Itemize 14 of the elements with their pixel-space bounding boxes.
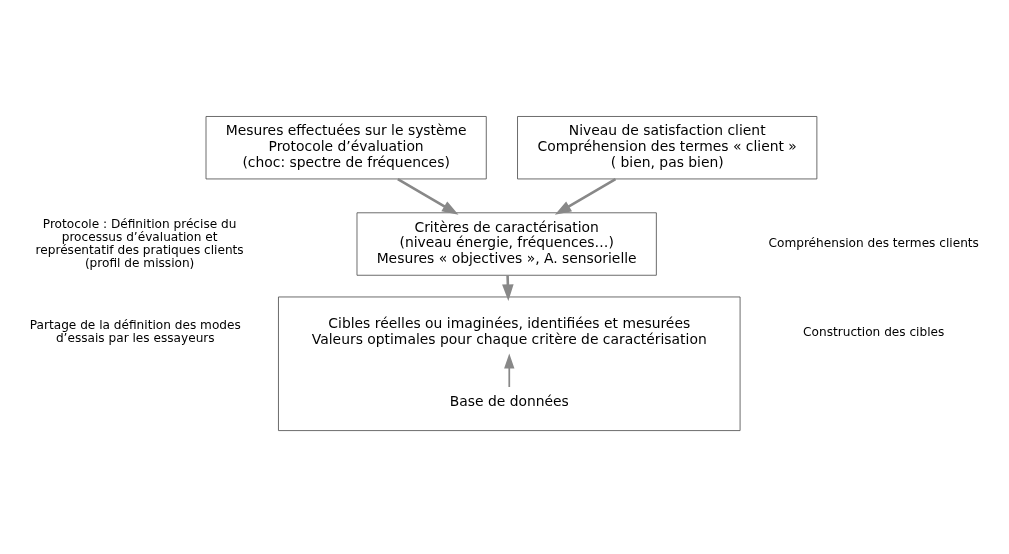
node-text: Cibles réelles ou imaginées, identifiées et mesurées Valeurs optimales pour chaque critère de caractérisation	[311, 315, 707, 347]
cluster	[278, 296, 741, 432]
arrow	[502, 275, 514, 301]
node-text: Base de données	[449, 393, 569, 410]
node-box: Niveau de satisfaction client Compréhension des termes « client » ( bien, pas bien)	[517, 116, 818, 180]
arrow	[504, 353, 515, 388]
label: Compréhension des termes clients	[768, 236, 979, 251]
label: Partage de la définition des modes d’essais par les essayeurs	[29, 318, 241, 346]
label: Construction des cibles	[803, 324, 945, 339]
arrow	[554, 177, 617, 215]
node-box: Critères de caractérisation (niveau énergie, fréquences…) Mesures « objectives », A. sensorielle	[356, 212, 657, 276]
arrow	[397, 177, 459, 215]
node-box: Mesures effectuées sur le système Protocole d’évaluation (choc: spectre de fréquences)	[205, 116, 487, 180]
label: Protocole : Définition précise du processus d’évaluation et représentatif des pratiques clients (profil de mission)	[35, 216, 244, 270]
